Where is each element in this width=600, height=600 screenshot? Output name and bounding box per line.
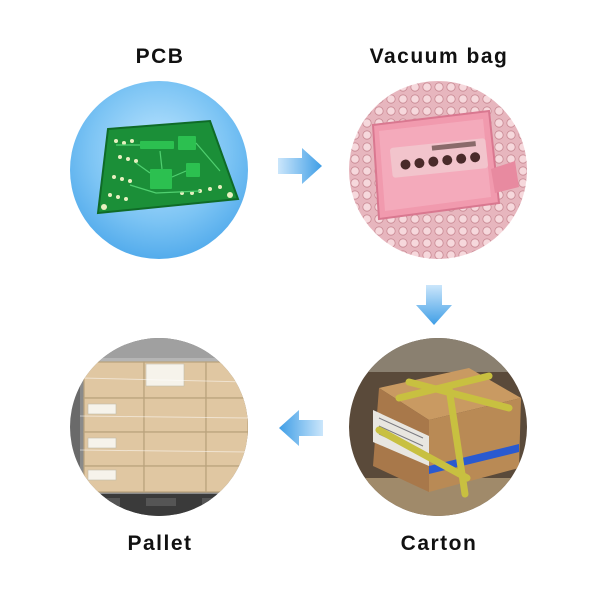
- vacuum-bag-label: Vacuum bag: [369, 45, 509, 68]
- vacuum-bag-illustration: [349, 81, 527, 259]
- carton-label: Carton: [400, 532, 478, 555]
- pallet-illustration: [70, 338, 248, 516]
- carton-image: [349, 338, 527, 516]
- pcb-label: PCB: [135, 45, 185, 68]
- pallet-image: [70, 338, 248, 516]
- pallet-label: Pallet: [127, 532, 193, 555]
- arrow-down-icon: [414, 283, 454, 327]
- pcb-illustration: [70, 81, 248, 259]
- arrow-right-icon: [276, 146, 324, 186]
- carton-illustration: [349, 338, 527, 516]
- vacuum-bag-image: [349, 81, 527, 259]
- arrow-left-icon: [277, 408, 325, 448]
- pcb-image: [70, 81, 248, 259]
